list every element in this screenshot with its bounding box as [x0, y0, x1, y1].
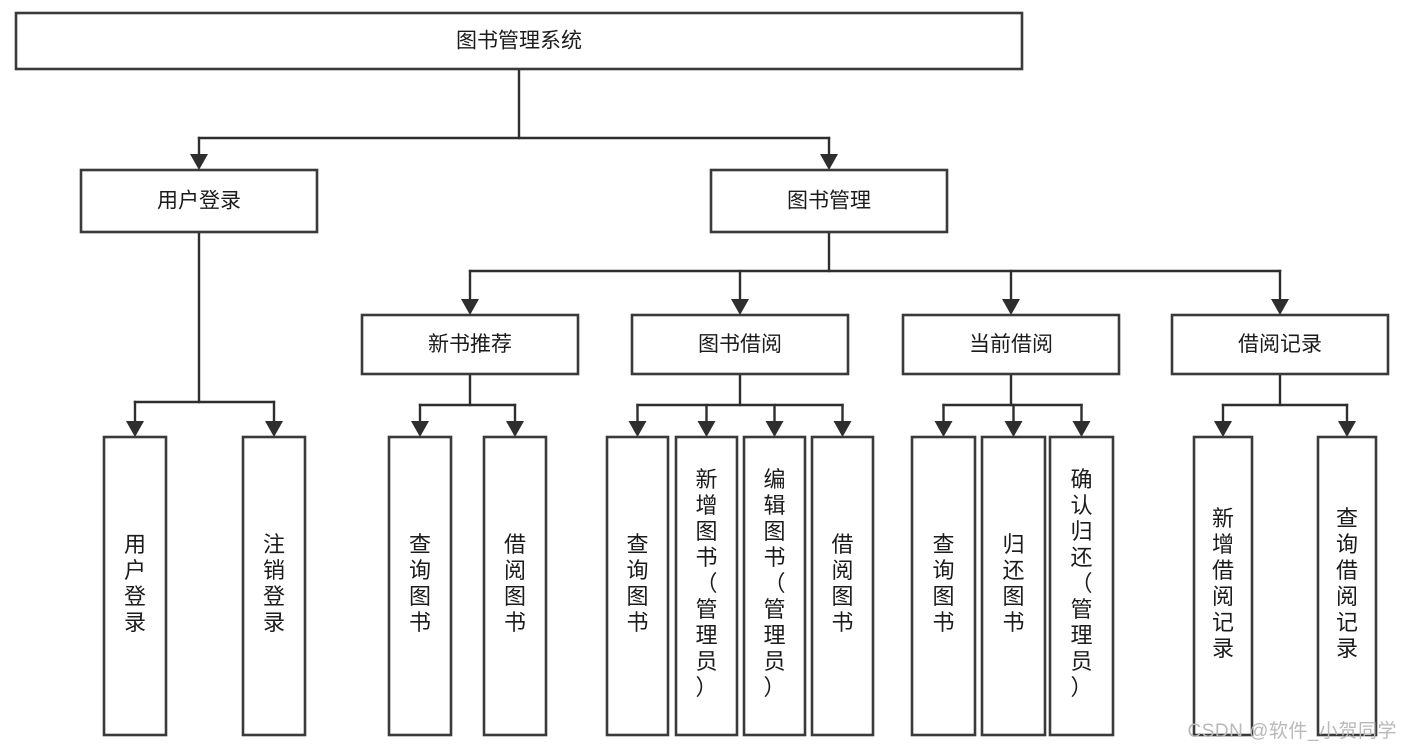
bm-to-new-book-rec-arrow-icon [461, 299, 479, 315]
leaf-edit-book-box[interactable] [742, 435, 807, 737]
borrow-record-to-leaf-query-borrow-record-arrow-icon [1338, 421, 1356, 437]
bm-to-borrow-record-arrow-icon [1271, 299, 1289, 315]
leaf-edit-book-label: 编辑图书（管理员） [763, 467, 785, 700]
current-borrow-node[interactable]: 当前借阅 [901, 313, 1121, 376]
leaf-edit-book-node[interactable]: 编辑图书（管理员） [742, 435, 807, 737]
borrow-record-to-leaf-add-borrow-record-arrow-icon [1214, 421, 1232, 437]
book-borrow-to-leaf-borrow-book-arrow-icon [833, 421, 852, 437]
root-to-book-manage-arrow-icon [820, 154, 838, 170]
book-manage-label: 图书管理 [787, 190, 871, 213]
user-login-node[interactable]: 用户登录 [79, 168, 319, 234]
current-borrow-to-leaf-return-book-arrow-icon [1004, 421, 1023, 437]
book-borrow-node[interactable]: 图书借阅 [630, 313, 850, 376]
leaf-user-logout-box[interactable] [241, 435, 307, 737]
borrow-record-label: 借阅记录 [1238, 333, 1322, 356]
leaf-confirm-return-box[interactable] [1048, 435, 1115, 737]
book-borrow-to-leaf-edit-book-arrow-icon [765, 421, 784, 437]
new-book-rec-label: 新书推荐 [428, 333, 512, 356]
book-manage-node[interactable]: 图书管理 [709, 168, 949, 234]
leaf-borrow-book-node[interactable]: 借阅图书 [810, 435, 875, 737]
leaf-query-book-rec-node[interactable]: 查询图书 [387, 435, 453, 737]
current-borrow-label: 当前借阅 [969, 333, 1053, 356]
leaf-query-book-borrow-node[interactable]: 查询图书 [605, 435, 670, 737]
leaf-query-book-rec-box[interactable] [387, 435, 453, 737]
leaf-query-borrow-record-box[interactable] [1316, 435, 1378, 737]
borrow-record-node[interactable]: 借阅记录 [1170, 313, 1390, 376]
ul-to-leaf-user-login-arrow-icon [126, 421, 144, 437]
root-to-user-login-arrow-icon [190, 154, 208, 170]
book-borrow-box[interactable] [630, 313, 850, 376]
leaf-user-login-node[interactable]: 用户登录 [102, 435, 168, 737]
leaf-query-borrow-record-node[interactable]: 查询借阅记录 [1316, 435, 1378, 737]
current-borrow-to-leaf-query-book-current-arrow-icon [934, 421, 953, 437]
leaf-user-login-label: 用户登录 [124, 532, 146, 635]
leaf-query-book-rec-label: 查询图书 [409, 532, 431, 635]
leaf-add-book-node[interactable]: 新增图书（管理员） [674, 435, 739, 737]
leaf-borrow-book-rec-box[interactable] [482, 435, 548, 737]
current-borrow-box[interactable] [901, 313, 1121, 376]
leaf-add-borrow-record-label: 新增借阅记录 [1212, 506, 1234, 661]
user-login-label: 用户登录 [157, 190, 241, 213]
book-manage-box[interactable] [709, 168, 949, 234]
book-borrow-to-leaf-add-book-arrow-icon [697, 421, 716, 437]
borrow-record-box[interactable] [1170, 313, 1390, 376]
leaf-add-borrow-record-box[interactable] [1192, 435, 1254, 737]
leaf-borrow-book-box[interactable] [810, 435, 875, 737]
leaf-query-book-current-label: 查询图书 [932, 532, 954, 635]
edges-layer [126, 67, 1356, 437]
leaf-return-book-label: 归还图书 [1002, 532, 1024, 635]
current-borrow-to-leaf-confirm-return-arrow-icon [1072, 421, 1091, 437]
leaf-query-borrow-record-label: 查询借阅记录 [1336, 506, 1358, 661]
leaf-borrow-book-label: 借阅图书 [831, 532, 853, 635]
leaf-borrow-book-rec-node[interactable]: 借阅图书 [482, 435, 548, 737]
user-login-box[interactable] [79, 168, 319, 234]
boxes-layer: 图书管理系统用户登录图书管理新书推荐图书借阅当前借阅借阅记录用户登录注销登录查询… [14, 11, 1390, 737]
leaf-add-book-box[interactable] [674, 435, 739, 737]
leaf-user-logout-node[interactable]: 注销登录 [241, 435, 307, 737]
root-root-label: 图书管理系统 [456, 30, 582, 53]
new-book-rec-to-leaf-borrow-book-rec-arrow-icon [506, 421, 524, 437]
root-root-box[interactable] [14, 11, 1024, 71]
leaf-confirm-return-node[interactable]: 确认归还（管理员） [1048, 435, 1115, 737]
leaf-query-book-borrow-label: 查询图书 [626, 532, 648, 635]
leaf-query-book-borrow-box[interactable] [605, 435, 670, 737]
leaf-return-book-box[interactable] [980, 435, 1047, 737]
book-borrow-to-leaf-query-book-borrow-arrow-icon [628, 421, 647, 437]
ul-to-leaf-user-logout-arrow-icon [265, 421, 283, 437]
leaf-add-book-label: 新增图书（管理员） [695, 467, 717, 700]
new-book-rec-to-leaf-query-book-rec-arrow-icon [411, 421, 429, 437]
new-book-rec-node[interactable]: 新书推荐 [360, 313, 580, 376]
new-book-rec-box[interactable] [360, 313, 580, 376]
root-root-node[interactable]: 图书管理系统 [14, 11, 1024, 71]
book-borrow-label: 图书借阅 [698, 333, 782, 356]
leaf-query-book-current-box[interactable] [910, 435, 977, 737]
bm-to-book-borrow-arrow-icon [731, 299, 749, 315]
leaf-user-logout-label: 注销登录 [263, 532, 285, 635]
leaf-borrow-book-rec-label: 借阅图书 [504, 532, 526, 635]
leaf-confirm-return-label: 确认归还（管理员） [1070, 467, 1092, 700]
leaf-user-login-box[interactable] [102, 435, 168, 737]
leaf-query-book-current-node[interactable]: 查询图书 [910, 435, 977, 737]
leaf-return-book-node[interactable]: 归还图书 [980, 435, 1047, 737]
bm-to-current-borrow-arrow-icon [1002, 299, 1020, 315]
leaf-add-borrow-record-node[interactable]: 新增借阅记录 [1192, 435, 1254, 737]
csdn-watermark: CSDN @软件_小贺同学 [1187, 721, 1397, 742]
